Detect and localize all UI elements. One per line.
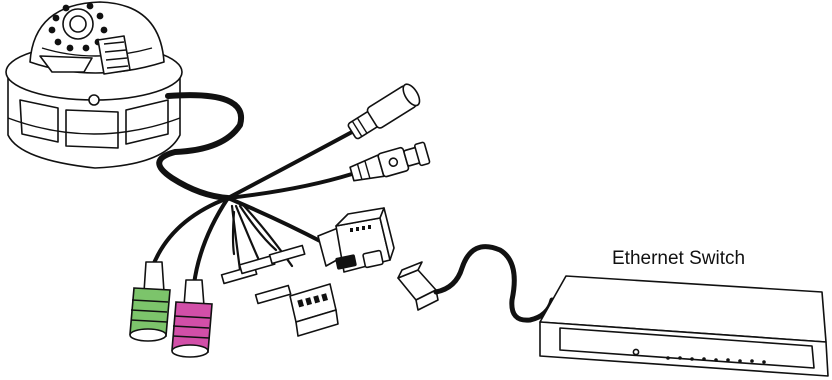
network-cable <box>436 247 552 321</box>
camera-cable <box>152 95 352 284</box>
rj45-coupler-icon <box>318 208 394 272</box>
dome-camera-icon <box>6 2 182 168</box>
bnc-video-connector-icon <box>349 141 431 186</box>
audio-in-connector-icon <box>130 262 170 341</box>
power-connector-icon <box>346 82 423 143</box>
ethernet-switch-icon <box>540 276 828 376</box>
audio-out-connector-icon <box>172 280 212 357</box>
rj45-plug-icon <box>398 262 438 310</box>
terminal-block-icon <box>290 284 338 336</box>
switch-label: Ethernet Switch <box>612 248 745 269</box>
